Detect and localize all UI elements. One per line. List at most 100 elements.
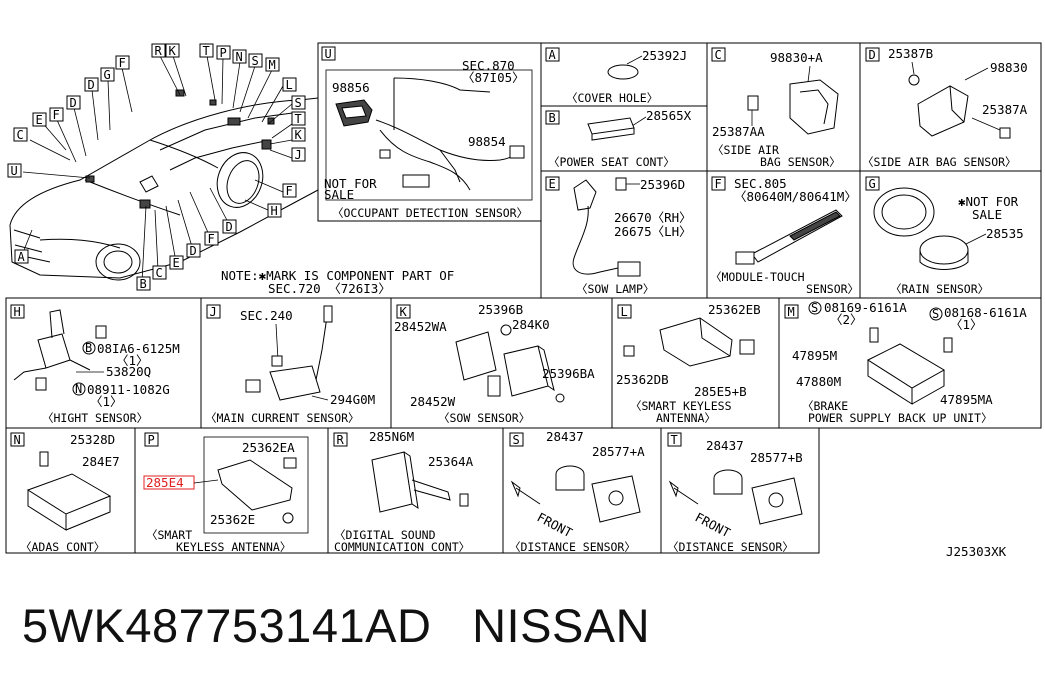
panel-s: S 28437 28577+A FRONT 〈DISTANCE SENSOR〉 [509, 429, 645, 554]
car-label-d: D [84, 77, 99, 92]
car-label-b: B [136, 276, 151, 291]
label-text: T [203, 44, 210, 58]
label-text: K [169, 44, 177, 58]
panel-m-caption2: POWER SUPPLY BACK UP UNIT〉 [808, 411, 993, 425]
panel-l-part2: 25362DB [616, 372, 669, 387]
panel-p: P 25362EA 285E4 25362E 〈SMART KEYLESS AN… [143, 432, 309, 554]
label-text: E [173, 256, 180, 270]
label-text: F [286, 184, 293, 198]
panel-r: R 285N6M 25364A 〈DIGITAL SOUND COMMUNICA… [333, 429, 474, 554]
car-label-r: R [151, 43, 166, 58]
panel-c-letter: C [715, 48, 722, 62]
car-label-f3: F [282, 183, 297, 198]
panel-t-front-label: FRONT [693, 509, 734, 540]
panel-u-caption: 〈OCCUPANT DETECTION SENSOR〉 [332, 206, 528, 220]
panel-u: U SEC.870 〈87I05〉 98856 98854 NOT FOR SA… [321, 46, 533, 220]
panel-h-caption: 〈HIGHT SENSOR〉 [42, 411, 148, 425]
panel-g-part: 28535 [986, 226, 1024, 241]
car-label-e2: E [169, 255, 184, 270]
label-text: N [236, 50, 243, 64]
panel-p-part2-highlighted: 285E4 [146, 475, 184, 490]
panel-j-caption: 〈MAIN CURRENT SENSOR〉 [205, 411, 360, 425]
panel-m: M S 08169-6161A 〈2〉 S 08168-6161A 〈1〉 47… [784, 300, 1027, 425]
label-text: D [190, 244, 197, 258]
label-text: S [252, 54, 259, 68]
panel-k-letter: K [400, 305, 408, 319]
panel-k-caption: 〈SOW SENSOR〉 [438, 411, 530, 425]
panel-j-sec: SEC.240 [240, 308, 293, 323]
panel-r-part2: 25364A [428, 454, 474, 469]
note-line-2: SEC.720 〈726I3〉 [268, 281, 391, 296]
panel-c-caption1: 〈SIDE AIR [712, 143, 779, 157]
panel-g-letter: G [869, 177, 876, 191]
panel-s-letter: S [513, 433, 520, 447]
panel-m-part2-qty: 〈1〉 [950, 317, 983, 332]
panel-s-part1: 28437 [546, 429, 584, 444]
panel-d-caption: 〈SIDE AIR BAG SENSOR〉 [862, 155, 1017, 169]
car-label-l: L [282, 77, 297, 92]
label-text: J [295, 148, 302, 162]
car-label-d2: D [66, 95, 81, 110]
car-label-s2: S [291, 95, 306, 110]
panel-l-letter: L [621, 305, 628, 319]
panel-r-caption1: 〈DIGITAL SOUND [334, 528, 436, 542]
panel-f: F SEC.805 〈80640M/80641M〉 〈MODULE-TOUCH … [710, 176, 859, 296]
car-label-p: P [216, 45, 231, 60]
car-label-g: G [100, 67, 115, 82]
car-label-h: H [267, 203, 282, 218]
panel-k-part4: 25396BA [542, 366, 595, 381]
car-label-k2: K [291, 127, 306, 142]
panel-u-sec: SEC.870 [462, 58, 515, 73]
panel-f-caption2: SENSOR〉 [806, 282, 859, 296]
panel-a: A 25392J 〈COVER HOLE〉 [545, 47, 687, 105]
panel-k: K 25396B 28452WA 284K0 25396BA 28452W 〈S… [394, 302, 595, 425]
panel-u-part-98854: 98854 [468, 134, 506, 149]
panel-p-caption2: KEYLESS ANTENNA〉 [176, 540, 291, 554]
car-label-m: M [265, 57, 280, 72]
panel-g-note2: SALE [972, 207, 1002, 222]
panel-t-part2: 28577+B [750, 450, 803, 465]
part-number: 5WK487753141AD [22, 599, 432, 652]
panel-r-part1: 285N6M [369, 429, 414, 444]
panel-u-sec2: 〈87I05〉 [462, 70, 525, 85]
panel-r-caption2: COMMUNICATION CONT〉 [334, 540, 470, 554]
label-text: U [11, 164, 18, 178]
car-label-s: S [248, 53, 263, 68]
panel-k-part1: 25396B [478, 302, 523, 317]
label-text: A [18, 250, 26, 264]
panel-s-part2: 28577+A [592, 444, 645, 459]
panel-h-part3-qty: 〈1〉 [90, 394, 123, 409]
label-text: G [104, 68, 111, 82]
detached-door [216, 152, 264, 208]
car-label-j: J [291, 147, 306, 162]
panel-m-part5: 47895MA [940, 392, 993, 407]
label-text: C [17, 128, 24, 142]
car-label-f4: F [204, 231, 219, 246]
panel-s-front-label: FRONT [535, 509, 576, 540]
panel-b-part: 28565X [646, 108, 692, 123]
car-label-d4: D [186, 243, 201, 258]
panel-d-part3: 25387A [982, 102, 1028, 117]
panel-f-sec2: 〈80640M/80641M〉 [734, 189, 857, 204]
car-label-u: U [7, 163, 22, 178]
panel-e-part1: 25396D [640, 177, 685, 192]
car-label-c: C [13, 127, 28, 142]
panel-e-part3: 26675〈LH〉 [614, 224, 692, 239]
label-text: E [36, 113, 43, 127]
highlighted-part-box [143, 475, 195, 490]
panel-m-circle-s2: S [932, 307, 939, 321]
panel-n-part2: 284E7 [82, 454, 120, 469]
panel-m-letter: M [788, 305, 795, 319]
panel-u-part-98856: 98856 [332, 80, 370, 95]
panel-f-letter: F [715, 177, 722, 191]
panel-t-letter: T [671, 433, 678, 447]
panel-h-circle-b: B [85, 341, 92, 355]
panel-l-part3: 285E5+B [694, 384, 747, 399]
label-text: C [156, 266, 163, 280]
panel-k-part5: 28452W [410, 394, 456, 409]
panel-h-letter: H [14, 305, 21, 319]
car-label-c2: C [152, 265, 167, 280]
panel-a-part: 25392J [642, 48, 687, 63]
panel-f-caption1: 〈MODULE-TOUCH [710, 270, 805, 284]
panel-e-caption: 〈SOW LAMP〉 [576, 282, 654, 296]
